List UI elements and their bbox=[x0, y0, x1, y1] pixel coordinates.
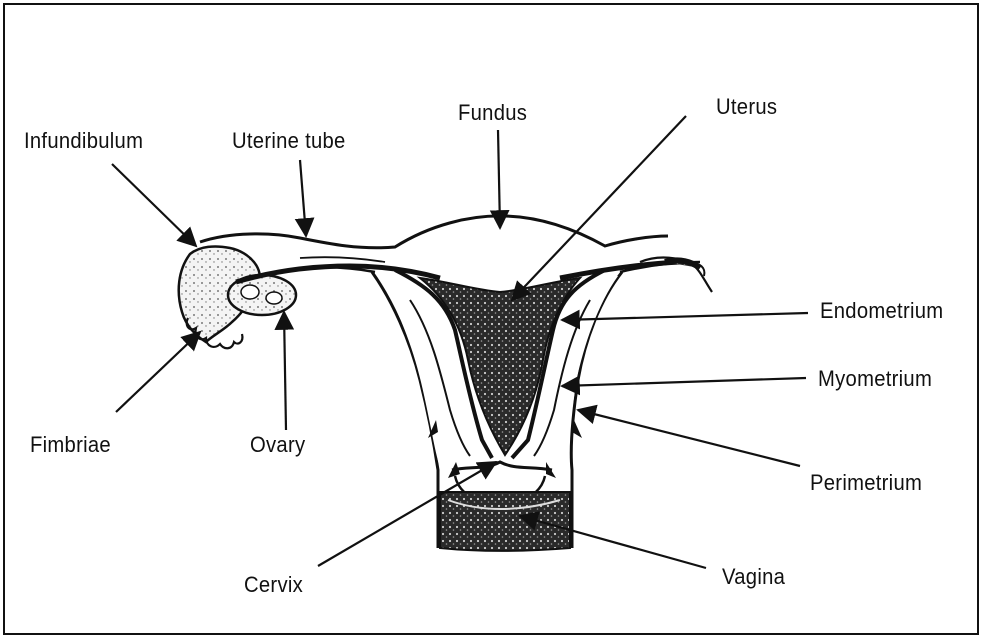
label-ovary: Ovary bbox=[250, 432, 305, 458]
leader-myometrium bbox=[562, 378, 806, 386]
leader-uterine-tube bbox=[300, 160, 306, 236]
label-myometrium: Myometrium bbox=[818, 366, 932, 392]
label-endometrium: Endometrium bbox=[820, 298, 943, 324]
leader-perimetrium bbox=[578, 410, 800, 466]
leader-fimbriae bbox=[116, 332, 200, 412]
label-vagina: Vagina bbox=[722, 564, 785, 590]
leader-fundus bbox=[498, 130, 500, 228]
label-fundus: Fundus bbox=[458, 100, 527, 126]
label-fimbriae: Fimbriae bbox=[30, 432, 111, 458]
label-infundibulum: Infundibulum bbox=[24, 128, 143, 154]
leader-infundibulum bbox=[112, 164, 196, 246]
label-cervix: Cervix bbox=[244, 572, 303, 598]
label-perimetrium: Perimetrium bbox=[810, 470, 922, 496]
label-uterus: Uterus bbox=[716, 94, 777, 120]
leader-ovary bbox=[284, 312, 286, 430]
label-uterine-tube: Uterine tube bbox=[232, 128, 346, 154]
